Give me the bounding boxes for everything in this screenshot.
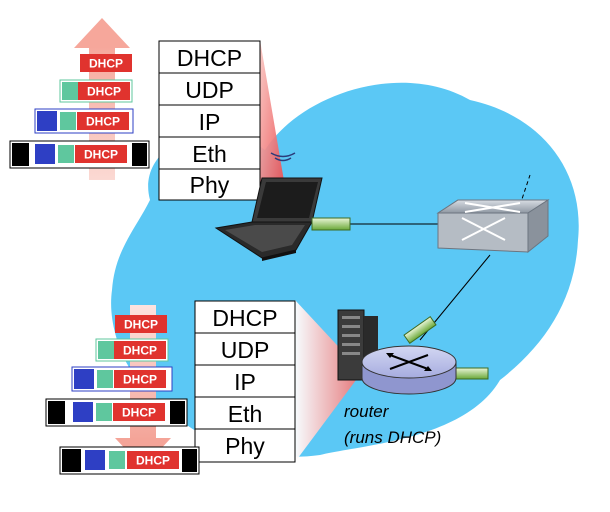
laptop-link-connector <box>311 217 351 231</box>
bottom-layer-eth: Eth <box>228 401 263 427</box>
top-packet-dhcp: DHCP <box>80 54 132 72</box>
top-protocol-stack: DHCP UDP IP Eth Phy <box>158 40 261 201</box>
router-icon <box>361 316 489 395</box>
bottom-packet-dhcp: DHCP <box>115 315 167 333</box>
top-layer-udp: UDP <box>185 77 234 103</box>
laptop-icon <box>214 177 323 261</box>
svg-text:DHCP: DHCP <box>123 344 157 358</box>
bottom-layer-phy: Phy <box>225 433 265 459</box>
bottom-packet-eth-2: DHCP <box>59 446 200 475</box>
svg-text:DHCP: DHCP <box>122 406 156 420</box>
bottom-layer-ip: IP <box>234 369 256 395</box>
router-caption-line1: router <box>344 402 390 421</box>
top-packet-udp: DHCP <box>59 79 133 103</box>
svg-text:DHCP: DHCP <box>87 85 121 99</box>
bottom-layer-udp: UDP <box>221 337 270 363</box>
top-layer-dhcp: DHCP <box>177 45 242 71</box>
switch-icon <box>436 199 550 254</box>
router-beam <box>295 300 362 462</box>
router-caption-line2: (runs DHCP) <box>344 428 441 447</box>
svg-text:DHCP: DHCP <box>86 115 120 129</box>
svg-text:DHCP: DHCP <box>123 373 157 387</box>
svg-text:DHCP: DHCP <box>84 148 118 162</box>
svg-text:DHCP: DHCP <box>124 318 158 332</box>
top-layer-ip: IP <box>199 109 221 135</box>
bottom-layer-dhcp: DHCP <box>212 305 277 331</box>
bottom-protocol-stack: DHCP UDP IP Eth Phy <box>194 300 296 463</box>
top-layer-phy: Phy <box>190 172 230 198</box>
wifi-icon <box>270 152 296 162</box>
bottom-packet-udp: DHCP <box>95 338 169 362</box>
bottom-packet-ip: DHCP <box>71 366 173 392</box>
bottom-packet-eth-1: DHCP <box>45 398 188 427</box>
top-packet-ip: DHCP <box>34 108 134 134</box>
svg-text:DHCP: DHCP <box>136 454 170 468</box>
top-packet-eth: DHCP <box>9 140 150 169</box>
top-layer-eth: Eth <box>192 141 227 167</box>
svg-text:DHCP: DHCP <box>89 57 123 71</box>
link-switch-out <box>519 174 531 206</box>
